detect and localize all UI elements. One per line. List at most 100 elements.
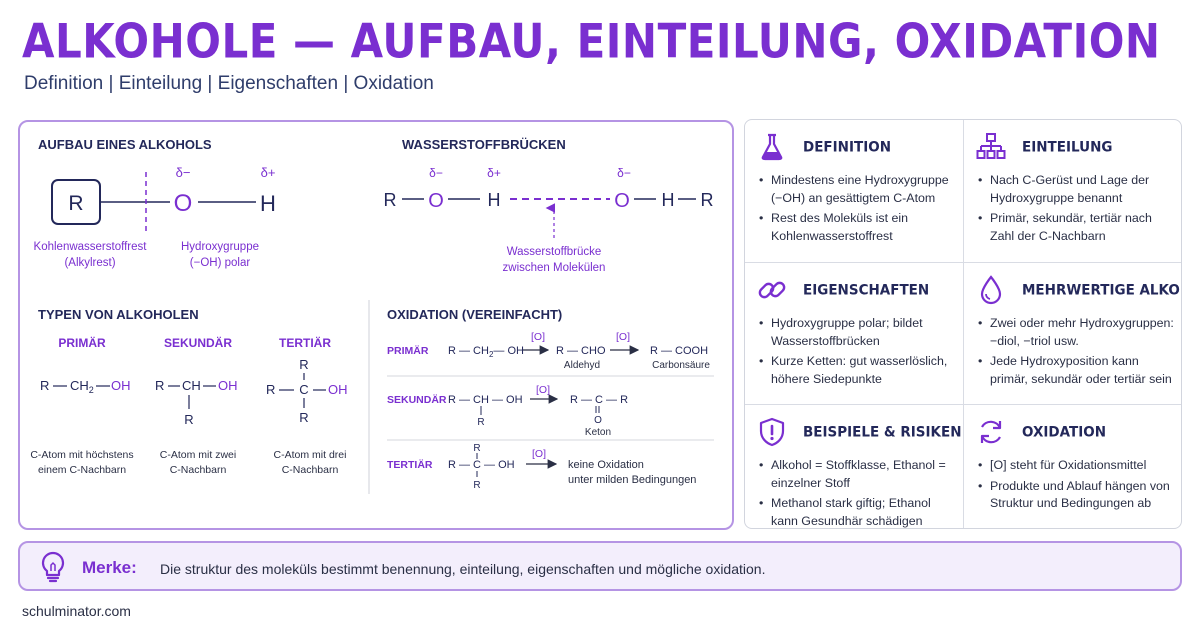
type-secondary-desc-2: C-Nachbarn xyxy=(170,464,227,476)
list-item: Produkte und Ablauf hängen von Struktur … xyxy=(978,478,1178,513)
card-list: Nach C-Gerüst und Lage der Hydroxygruppe… xyxy=(978,172,1178,248)
list-item: Nach C-Gerüst und Lage der Hydroxygruppe… xyxy=(978,172,1178,207)
type-tertiary-desc-1: C-Atom mit drei xyxy=(274,449,347,461)
type-primary-title: PRIMÄR xyxy=(58,335,106,350)
card-definition: DEFINITION Mindestens eine Hydroxygruppe… xyxy=(745,120,964,263)
link-icon xyxy=(758,281,786,299)
aufbau-delta-plus: δ+ xyxy=(261,165,276,180)
warning-shield-icon xyxy=(759,417,785,447)
type-primary-desc-1: C-Atom mit höchstens xyxy=(30,449,133,461)
ox-primary-end-label: Carbonsäure xyxy=(652,360,710,371)
ox-tertiary-result-2: unter milden Bedingungen xyxy=(568,474,696,486)
type-secondary-ch: CH xyxy=(182,378,201,393)
page-subtitle: Definition | Einteilung | Eigenschaften … xyxy=(24,73,434,94)
aufbau-heading: AUFBAU EINES ALKOHOLS xyxy=(38,137,212,152)
aufbau-h: H xyxy=(260,191,276,216)
ox-secondary-product-label: Keton xyxy=(585,427,611,438)
oxidation-heading: OXIDATION (VEREINFACHT) xyxy=(387,307,562,322)
ox-secondary-label: SEKUNDÄR xyxy=(387,393,447,406)
hbond-r2: R xyxy=(701,190,714,210)
aufbau-o: O xyxy=(174,190,193,217)
list-item: Rest des Moleküls ist ein Kohlenwasserst… xyxy=(759,210,959,245)
label-rest-2: (Alkylrest) xyxy=(64,257,115,269)
type-primary-r: R xyxy=(40,378,49,393)
ox-secondary-start: R — CH — OH xyxy=(448,394,523,406)
hbond-h2: H xyxy=(662,190,675,210)
ox-primary-label: PRIMÄR xyxy=(387,344,429,357)
type-secondary-r2: R xyxy=(184,412,193,427)
hbond-delta-plus: δ+ xyxy=(487,166,501,180)
card-title: EINTEILUNG xyxy=(1022,138,1113,156)
card-title: OXIDATION xyxy=(1022,423,1107,441)
hierarchy-icon xyxy=(976,133,1006,159)
ox-primary-end: R — COOH xyxy=(650,345,708,357)
hbond-delta-minus-1: δ− xyxy=(429,166,443,180)
ox-tertiary-start: R — C — OH xyxy=(448,459,515,471)
ox-secondary-product-o: O xyxy=(594,415,602,426)
list-item: Primär, sekundär, tertiär nach Zahl der … xyxy=(978,210,1178,245)
ox-tertiary-r-top: R xyxy=(473,443,480,454)
list-item: [O] steht für Oxidationsmittel xyxy=(978,457,1178,475)
card-list: Mindestens eine Hydroxygruppe (−OH) an g… xyxy=(759,172,959,248)
hbond-o2: O xyxy=(614,190,630,212)
list-item: Zwei oder mehr Hydroxygruppen: −diol, −t… xyxy=(978,315,1178,350)
card-title: BEISPIELE & RISIKEN xyxy=(803,423,962,441)
list-item: Methanol stark giftig; Ethanol kann Gesu… xyxy=(759,495,959,528)
list-item: Alkohol = Stoffklasse, Ethanol = einzeln… xyxy=(759,457,959,492)
list-item: Kurze Ketten: gut wasserlöslich, höhere … xyxy=(759,353,959,388)
list-item: Mindestens eine Hydroxygruppe (−OH) an g… xyxy=(759,172,959,207)
type-tertiary-r-bottom: R xyxy=(299,410,308,425)
type-primary-desc-2: einem C-Nachbarn xyxy=(38,464,126,476)
card-list: [O] steht für Oxidationsmittel Produkte … xyxy=(978,457,1178,516)
ox-primary-reagent-2: [O] xyxy=(616,331,630,343)
aufbau-delta-minus: δ− xyxy=(176,165,191,180)
types-heading: TYPEN VON ALKOHOLEN xyxy=(38,307,199,322)
card-mehrwertige-alkohole: MEHRWERTIGE ALKOHOLE Zwei oder mehr Hydr… xyxy=(964,263,1181,405)
ox-secondary-product: R — C — R xyxy=(570,394,628,406)
type-primary-oh: OH xyxy=(111,378,131,393)
hbond-delta-minus-2: δ− xyxy=(617,166,631,180)
card-beispiele-risiken: BEISPIELE & RISIKEN Alkohol = Stoffklass… xyxy=(745,405,964,528)
type-secondary-desc-1: C-Atom mit zwei xyxy=(160,449,236,461)
type-secondary-title: SEKUNDÄR xyxy=(164,335,232,350)
list-item: Hydroxygruppe polar; bildet Wasserstoffb… xyxy=(759,315,959,350)
type-primary-ch2: CH2 xyxy=(70,378,94,395)
label-oh: Hydroxygruppe xyxy=(181,241,259,253)
footer-site-link[interactable]: schulminator.com xyxy=(22,603,131,619)
ox-secondary-start-r: R xyxy=(477,417,484,428)
merke-box: Merke: Die struktur des moleküls bestimm… xyxy=(18,541,1182,591)
type-secondary-oh: OH xyxy=(218,378,238,393)
hbond-r1: R xyxy=(384,190,397,210)
card-einteilung: EINTEILUNG Nach C-Gerüst und Lage der Hy… xyxy=(964,120,1181,263)
card-title: EIGENSCHAFTEN xyxy=(803,281,930,299)
merke-text: Die struktur des moleküls bestimmt benen… xyxy=(160,561,766,577)
info-card-grid: DEFINITION Mindestens eine Hydroxygruppe… xyxy=(744,119,1182,529)
drop-icon xyxy=(980,275,1002,305)
label-oh-2: (−OH) polar xyxy=(190,257,251,269)
type-secondary-r: R xyxy=(155,378,164,393)
label-rest: Kohlenwasserstoffrest xyxy=(34,241,148,253)
list-item: Jede Hydroxyposition kann primär, sekund… xyxy=(978,353,1178,388)
type-tertiary-r: R xyxy=(266,382,275,397)
ox-primary-reagent-1: [O] xyxy=(531,331,545,343)
ox-secondary-reagent: [O] xyxy=(536,384,550,396)
merke-label: Merke: xyxy=(82,558,137,577)
ox-tertiary-r-bottom: R xyxy=(473,480,480,491)
card-title: DEFINITION xyxy=(803,138,892,156)
hbond-heading: WASSERSTOFFBRÜCKEN xyxy=(402,137,566,152)
type-tertiary-c: C xyxy=(299,382,308,397)
card-list: Hydroxygruppe polar; bildet Wasserstoffb… xyxy=(759,315,959,391)
ox-primary-mid-label: Aldehyd xyxy=(564,360,600,371)
ox-tertiary-label: TERTIÄR xyxy=(387,458,433,471)
structure-panel: AUFBAU EINES ALKOHOLS R δ− O δ+ H Kohlen… xyxy=(18,120,734,530)
card-title: MEHRWERTIGE ALKOHOLE xyxy=(1022,281,1181,299)
ox-tertiary-reagent: [O] xyxy=(532,448,546,460)
cycle-arrows-icon xyxy=(980,420,1002,444)
type-tertiary-oh: OH xyxy=(328,382,348,397)
page-title: ALKOHOLE — AUFBAU, EINTEILUNG, OXIDATION xyxy=(22,14,1161,69)
type-tertiary-r-top: R xyxy=(299,357,308,372)
aufbau-r: R xyxy=(68,192,83,215)
hbond-label-2: zwischen Molekülen xyxy=(503,262,606,274)
ox-primary-mid: R — CHO xyxy=(556,345,606,357)
card-oxidation: OXIDATION [O] steht für Oxidationsmittel… xyxy=(964,405,1181,528)
